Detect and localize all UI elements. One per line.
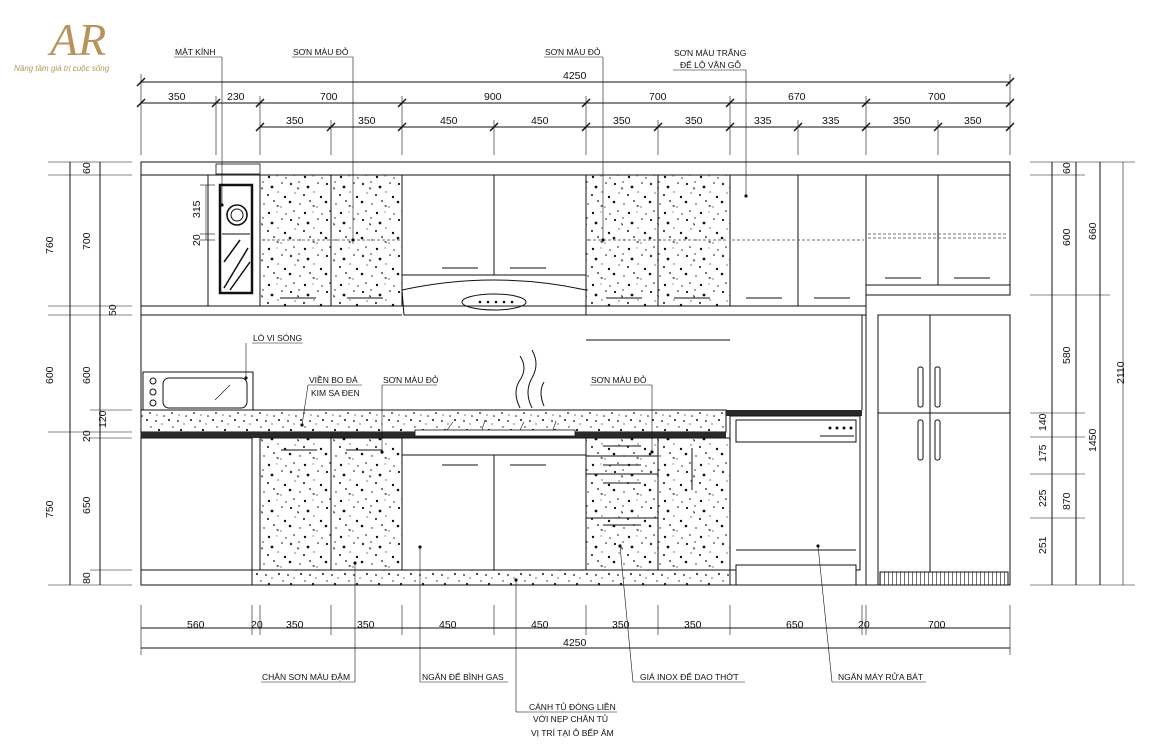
dim-left-mirror: 20	[191, 234, 203, 246]
label-canh-tu: CÁNH TỦ ĐÓNG LIỀN	[529, 701, 616, 712]
dim-bottom: 650	[786, 619, 804, 631]
dim-bottom: 350	[612, 619, 630, 631]
dim-left-inner: 60	[81, 162, 93, 174]
dim-bottom: 20	[251, 619, 263, 631]
dim-bottom: 560	[187, 619, 205, 631]
dim-bottom: 700	[928, 619, 946, 631]
dim-right-inner: 225	[1037, 489, 1049, 507]
label-gia-inox: GIÁ INOX ĐỂ DAO THỚT	[640, 671, 739, 682]
logo-text: AR	[47, 14, 106, 65]
top-dimensions: 4250 350 230 700 900 700 670 700 350 350…	[136, 70, 1015, 155]
label-canh-tu-3: VỊ TRÍ TẠI Ô BẾP ÂM	[531, 728, 614, 738]
dim-bottom: 450	[531, 619, 549, 631]
dim-bottom: 350	[684, 619, 702, 631]
dim-left-inner: 700	[81, 232, 93, 250]
dish-rack-icon	[223, 204, 251, 291]
base-handles	[281, 445, 693, 526]
dim-bottom-total: 4250	[563, 637, 587, 649]
dim-left-outer: 750	[44, 500, 56, 518]
dim-top-r1: 900	[484, 91, 502, 103]
dim-right-mid: 660	[1087, 222, 1099, 240]
dim-left-mirror: 315	[191, 200, 203, 218]
label-son-mau-do: SƠN MÀU ĐỎ	[383, 374, 439, 385]
right-dimensions: 60 600 580 140 175 225 251 660 1450 870 …	[1030, 161, 1135, 586]
bottom-dimensions: 560 20 350 350 450 450 350 350 650 20 70…	[140, 605, 1011, 655]
dim-top-r1: 700	[320, 91, 338, 103]
range-hood	[401, 279, 587, 316]
dim-top-total: 4250	[563, 70, 587, 82]
dim-right-mid: 870	[1061, 492, 1073, 510]
countertop	[140, 409, 862, 438]
label-chan-son: CHÂN SƠN MÀU ĐẬM	[262, 672, 350, 682]
dim-right-inner: 60	[1061, 162, 1073, 174]
dim-bottom: 350	[286, 619, 304, 631]
dim-top-r1: 670	[788, 91, 806, 103]
dim-top-r2: 350	[358, 115, 376, 127]
dim-left-inner: 600	[81, 366, 93, 384]
dim-right-mid: 1450	[1087, 428, 1099, 452]
dim-top-r1: 350	[168, 91, 186, 103]
dishwasher	[729, 415, 861, 586]
label-son-mau-trang-2: ĐỂ LỘ VÂN GỖ	[680, 59, 741, 70]
label-vien-bo-da: VIỀN BO ĐÁ	[309, 375, 358, 385]
logo-tagline: Nâng tầm giá trị cuộc sống	[14, 64, 110, 73]
label-ngan-may-rua-bat: NGĂN MÁY RỬA BÁT	[838, 671, 923, 682]
label-son-mau-trang: SƠN MÀU TRẮNG	[674, 48, 746, 58]
dim-top-r2: 350	[964, 115, 982, 127]
upper-cabinets	[140, 161, 1011, 316]
dim-left-inner: 80	[81, 572, 93, 584]
dim-top-r2: 335	[822, 115, 840, 127]
label-mat-kinh: MẶT KÍNH	[175, 47, 215, 57]
dim-top-r1: 700	[649, 91, 667, 103]
dim-top-r1: 700	[928, 91, 946, 103]
dim-left-outer: 600	[44, 366, 56, 384]
label-son-mau-do: SƠN MÀU ĐỎ	[545, 46, 601, 57]
label-son-mau-do: SƠN MÀU ĐỎ	[591, 374, 647, 385]
dim-right-inner: 600	[1061, 228, 1073, 246]
dim-left-inner: 120	[97, 410, 109, 428]
left-dimensions: 760 600 750 60 700 50 600 120 20 650 80 …	[44, 161, 215, 586]
dim-right-inner: 251	[1037, 536, 1049, 554]
dim-right-inner: 140	[1037, 413, 1049, 431]
dim-right-outer: 2110	[1115, 361, 1127, 384]
refrigerator	[877, 314, 1011, 586]
dim-right-inner: 175	[1037, 444, 1049, 462]
dim-top-r2: 350	[893, 115, 911, 127]
dim-top-r2: 450	[531, 115, 549, 127]
dim-left-inner: 50	[107, 304, 119, 316]
label-canh-tu-2: VỚI NẸP CHÂN TỦ	[533, 713, 608, 724]
upper-handles	[280, 267, 990, 299]
dim-top-r1: 230	[227, 91, 245, 103]
dim-top-r2: 335	[754, 115, 772, 127]
cooktop	[414, 419, 576, 437]
label-ngan-binh-gas: NGĂN ĐỂ BÌNH GAS	[422, 671, 504, 682]
brand-logo: AR Nâng tầm giá trị cuộc sống	[14, 14, 110, 73]
microwave	[142, 371, 254, 413]
label-kim-sa-den: KIM SA ĐEN	[311, 388, 360, 398]
dim-top-r2: 350	[685, 115, 703, 127]
label-lo-vi-song: LÒ VI SÓNG	[253, 333, 302, 343]
dim-top-r2: 450	[440, 115, 458, 127]
annotations: MẶT KÍNH SƠN MÀU ĐỎ SƠN MÀU ĐỎ SƠN MÀU T…	[174, 46, 926, 738]
label-son-mau-do: SƠN MÀU ĐỎ	[293, 46, 349, 57]
dim-left-outer: 760	[44, 236, 56, 254]
dim-top-r2: 350	[286, 115, 304, 127]
base-cabinets	[140, 295, 1011, 586]
dim-right-inner: 580	[1061, 346, 1073, 364]
dim-left-inner: 650	[81, 496, 93, 514]
dim-left-inner: 20	[81, 430, 93, 442]
dim-bottom: 20	[858, 619, 870, 631]
dim-top-r2: 350	[613, 115, 631, 127]
dim-bottom: 450	[439, 619, 457, 631]
dim-bottom: 350	[357, 619, 375, 631]
